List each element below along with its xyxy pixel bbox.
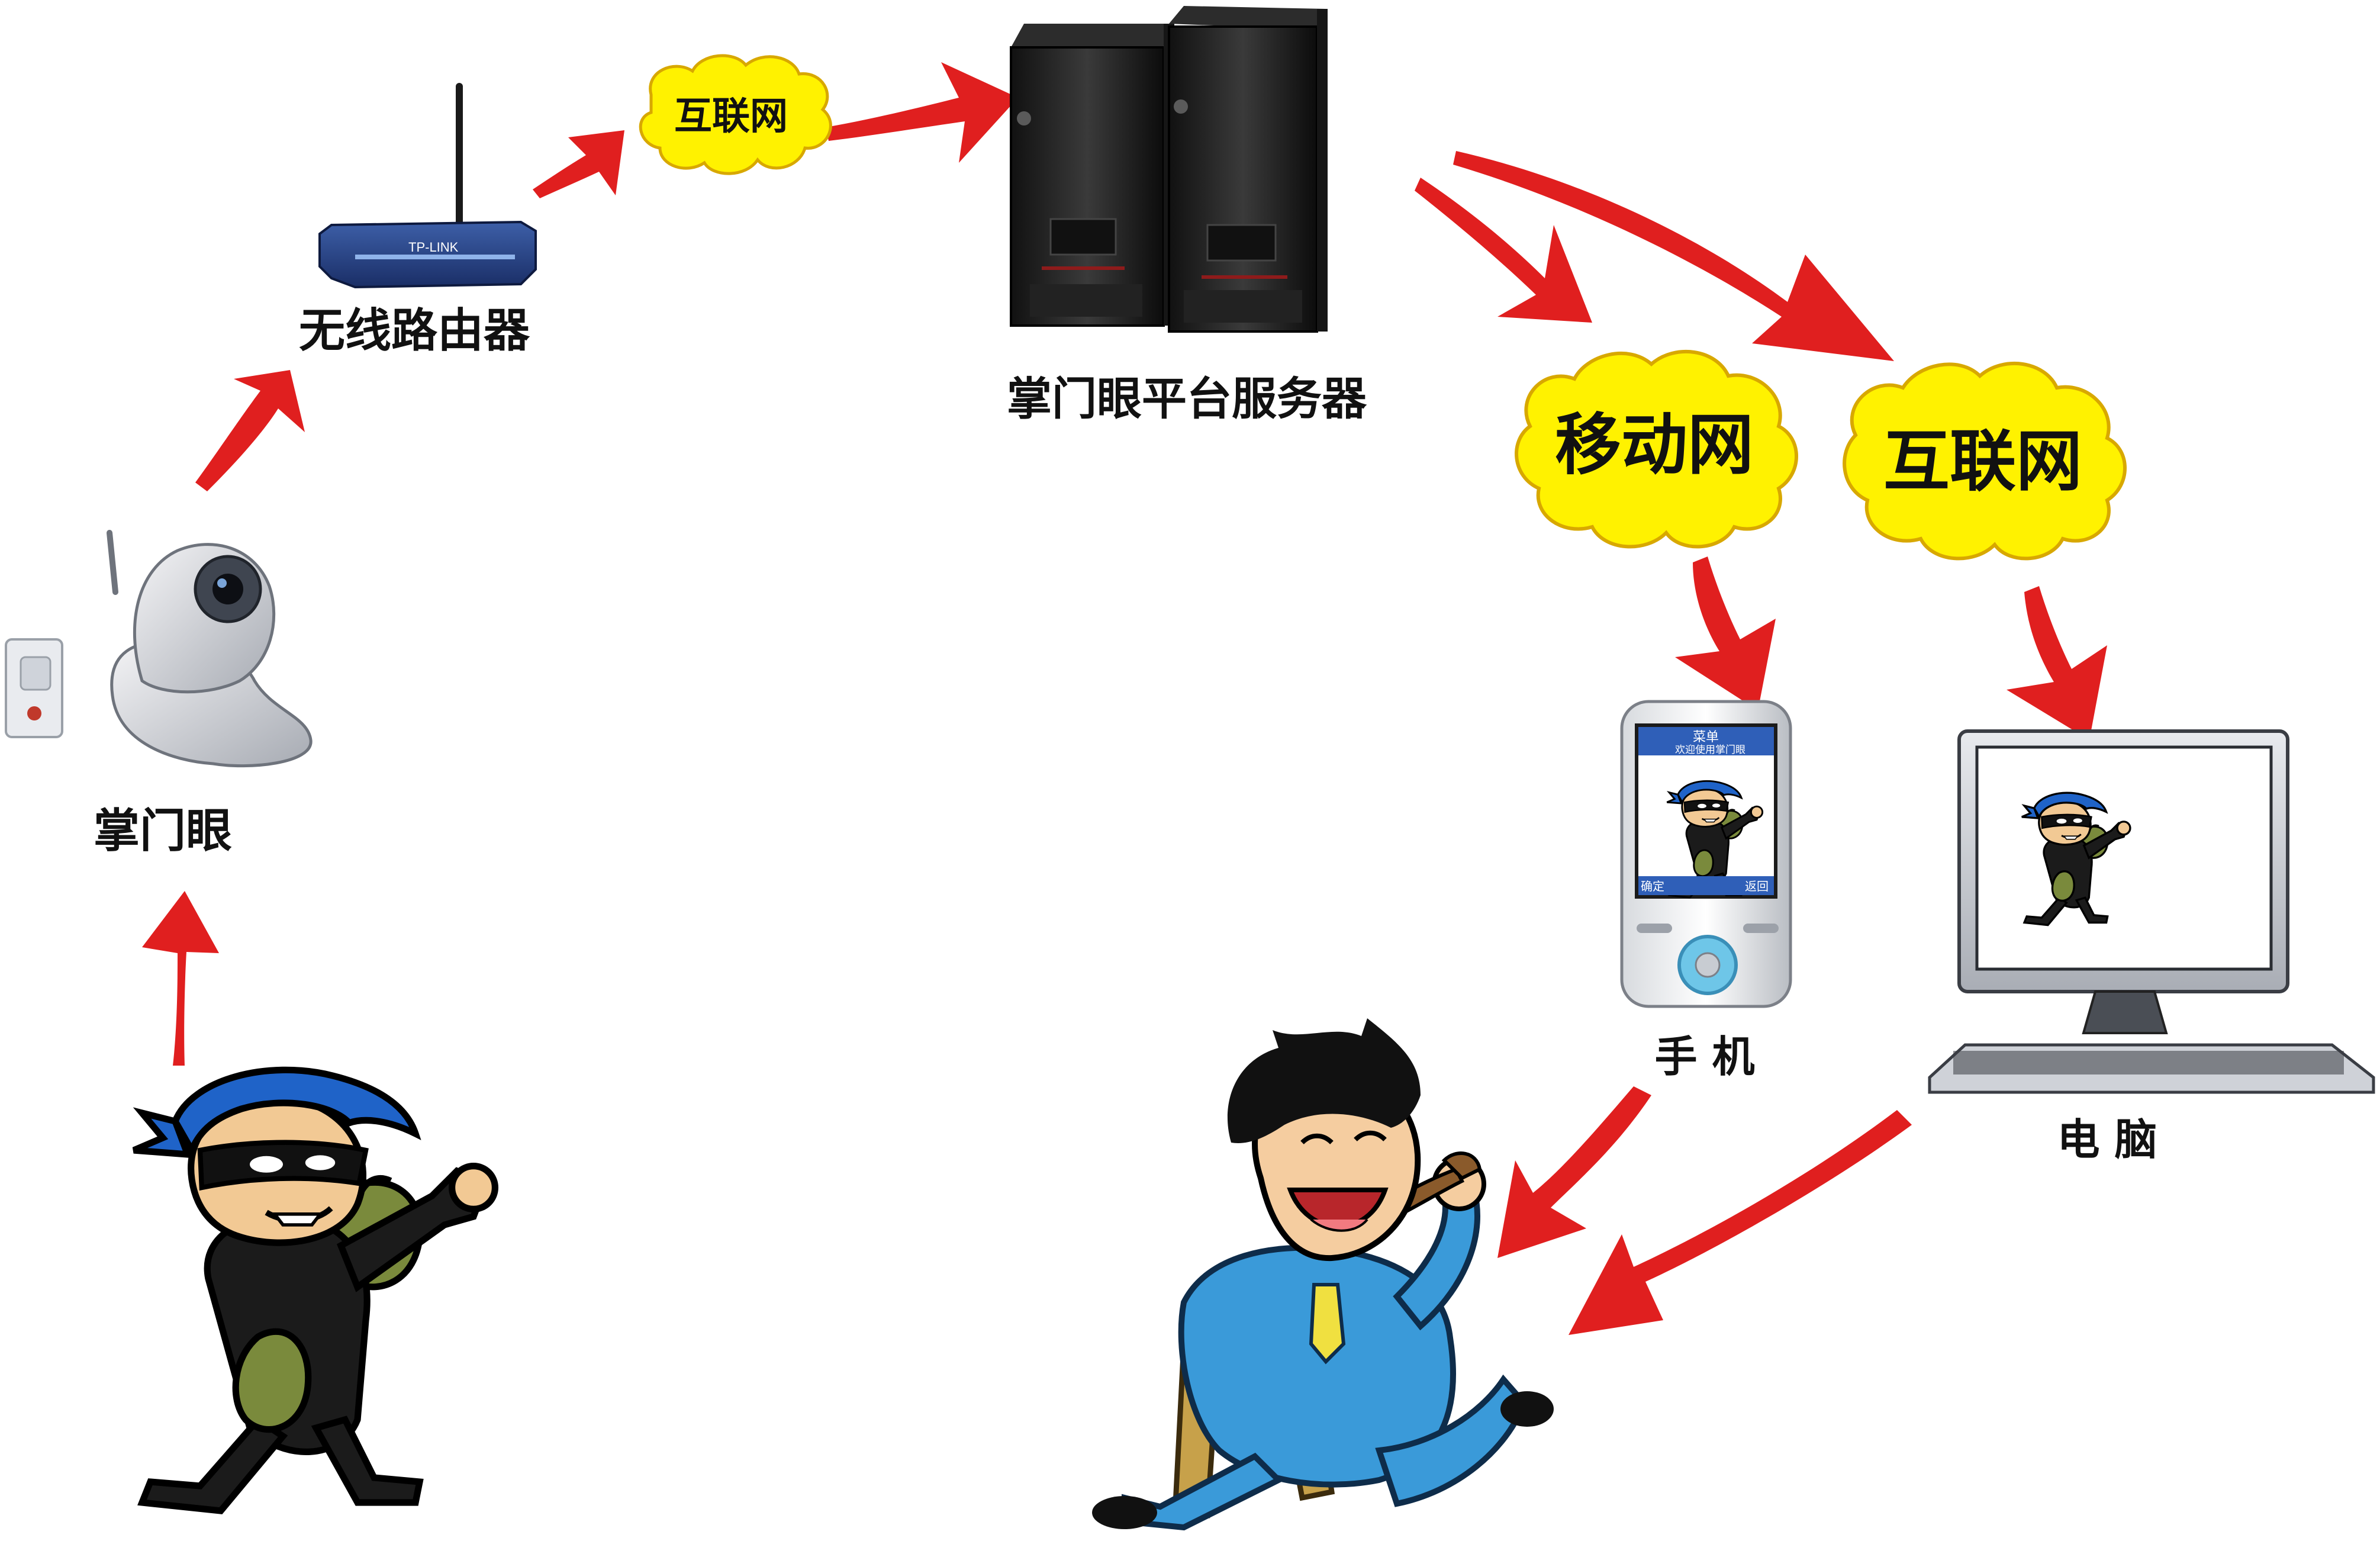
computer-screen — [1975, 745, 2273, 971]
server-tower-right — [1168, 6, 1328, 333]
arrow-internet-to-computer — [2007, 586, 2107, 740]
arrow-camera-to-router — [195, 370, 305, 491]
arrow-mobile-to-phone — [1675, 556, 1776, 710]
phone-screen-title: 菜单 — [1693, 729, 1719, 744]
arrow-router-to-internet — [533, 130, 624, 198]
arrow-computer-to-owner — [1569, 1110, 1912, 1335]
desktop-computer: 电 脑 — [1928, 729, 2375, 1164]
router-antenna — [456, 83, 463, 255]
arrow-internet-to-server — [826, 62, 1018, 163]
arrow-phone-to-owner — [1497, 1086, 1651, 1258]
cloud-internet-large-label: 互联网 — [1883, 423, 2082, 500]
cloud-mobile-network: 移动网 — [1515, 350, 1798, 549]
cloud-internet-small: 互联网 — [639, 54, 832, 175]
phone-screen-welcome: 欢迎使用掌门眼 — [1675, 744, 1745, 755]
arrow-server-to-internet — [1453, 151, 1894, 361]
phone-softkey-left: 确定 — [1641, 880, 1664, 893]
computer-label: 电 脑 — [2057, 1115, 2157, 1164]
server-tower-left — [1010, 24, 1174, 327]
camera-label: 掌门眼 — [94, 805, 232, 858]
cloud-internet-large: 互联网 — [1843, 362, 2127, 561]
arrow-server-to-mobile — [1415, 178, 1592, 323]
cloud-internet-small-label: 互联网 — [674, 95, 788, 139]
cloud-mobile-network-label: 移动网 — [1555, 407, 1754, 484]
camera-device: 掌门眼 — [5, 530, 313, 858]
platform-server: 掌门眼平台服务器 — [1007, 6, 1367, 425]
arrow-thief-to-camera — [142, 891, 219, 1066]
thief-character — [134, 1070, 495, 1511]
router-label: 无线路由器 — [299, 304, 530, 358]
router-brand: TP-LINK — [408, 240, 459, 255]
server-label: 掌门眼平台服务器 — [1007, 372, 1367, 425]
phone-softkey-right: 返回 — [1745, 880, 1769, 893]
mobile-phone: 菜单 欢迎使用掌门眼 确定 返回 手 机 — [1620, 700, 1792, 1082]
flow-arrows — [142, 62, 2107, 1335]
phone-label: 手 机 — [1654, 1032, 1754, 1082]
owner-character — [1092, 1018, 1554, 1531]
wireless-router: TP-LINK 无线路由器 — [299, 83, 537, 358]
motion-sensor — [5, 638, 63, 738]
